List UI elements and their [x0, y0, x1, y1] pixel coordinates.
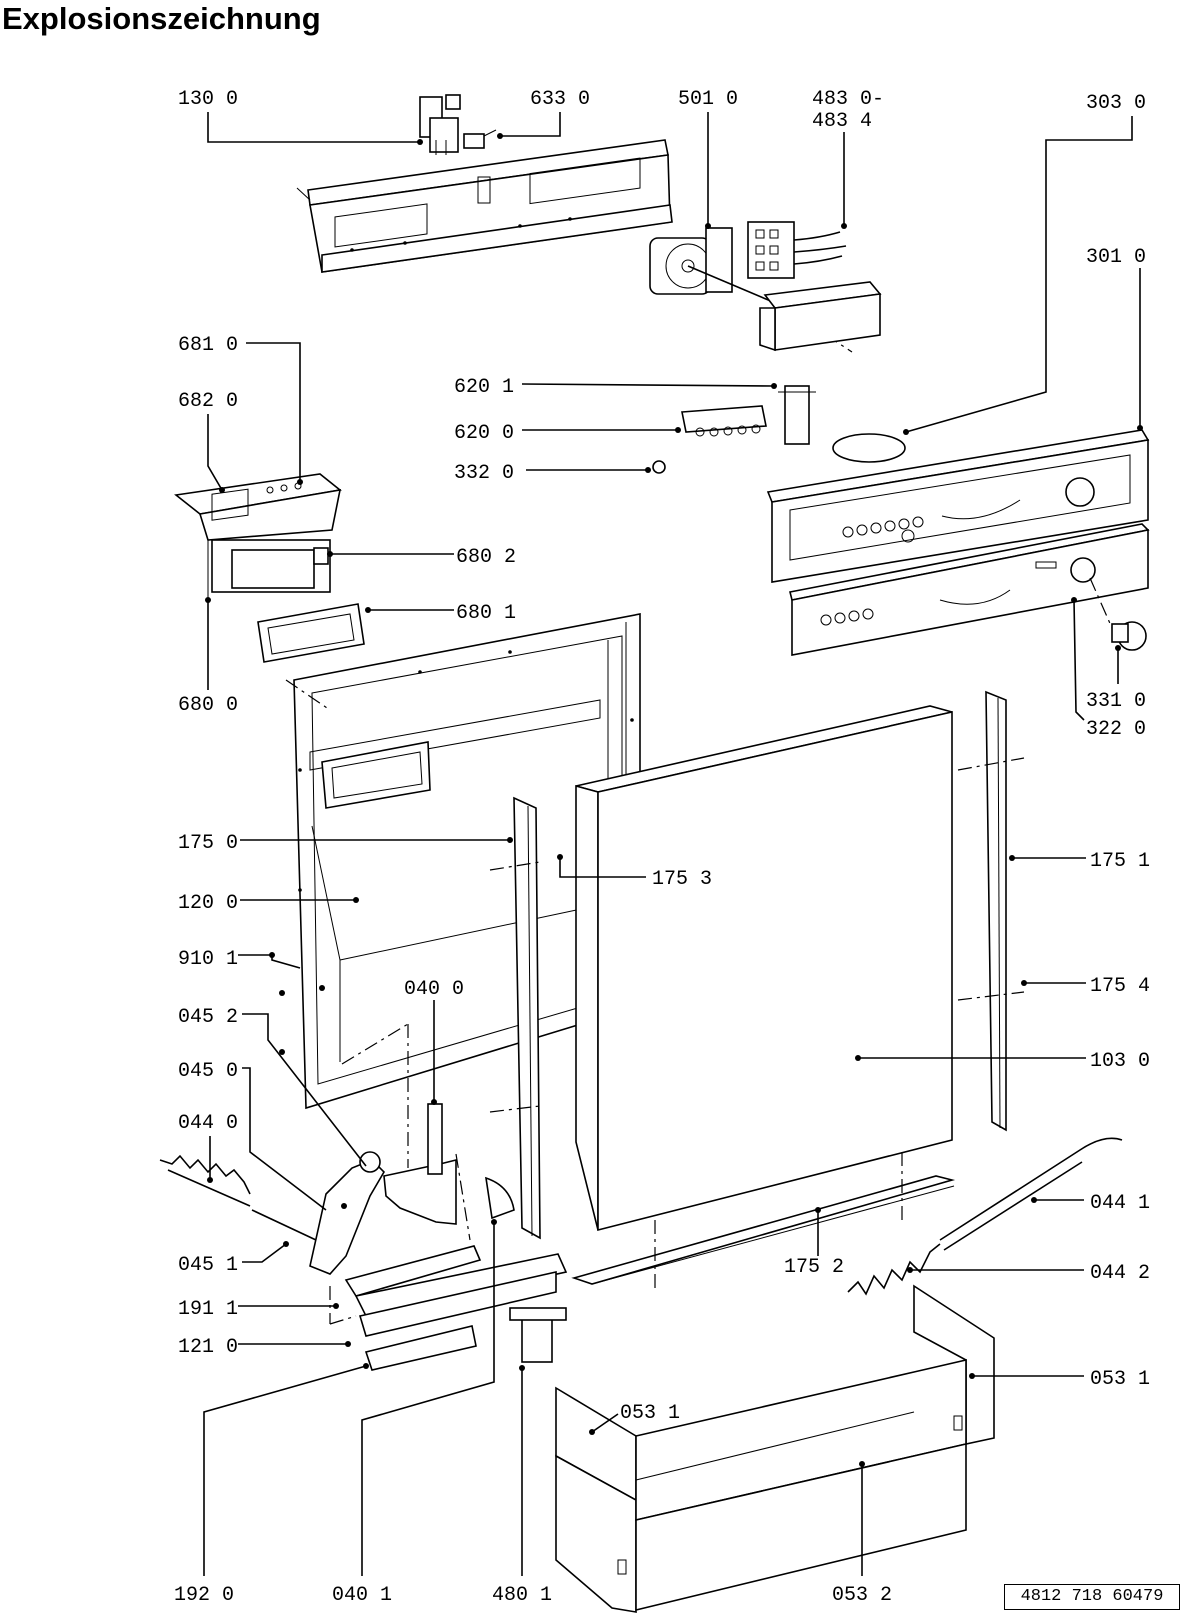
- gasket-680-1-drawing: [257, 603, 365, 663]
- document-number: 4812 718 60479: [1004, 1584, 1180, 1610]
- part-label-332-0: 332 0: [454, 462, 514, 485]
- part-label-191-1: 191 1: [178, 1298, 238, 1321]
- part-label-121-0: 121 0: [178, 1336, 238, 1359]
- part-label-053-1-right: 053 1: [1090, 1368, 1150, 1391]
- channel-191-drawing: [329, 1245, 568, 1371]
- part-label-331-0: 331 0: [1086, 690, 1146, 713]
- wedge-040-1-drawing: [485, 1176, 515, 1220]
- part-label-681-0: 681 0: [178, 334, 238, 357]
- part-label-053-1-left: 053 1: [620, 1402, 680, 1425]
- plinth-053-drawing: [555, 1284, 995, 1613]
- part-633-drawing: [463, 129, 497, 149]
- part-label-303-0: 303 0: [1086, 92, 1146, 115]
- holder-620-1-drawing: [778, 385, 816, 445]
- part-label-633-0: 633 0: [530, 88, 590, 111]
- part-label-483-4: 483 4: [812, 110, 872, 133]
- timer-motor-501-drawing: [649, 227, 853, 353]
- connector-483-drawing: [747, 221, 847, 279]
- dispenser-680-drawing: [174, 473, 342, 600]
- part-label-301-0: 301 0: [1086, 246, 1146, 269]
- knob-331-drawing: [1089, 577, 1147, 651]
- part-label-175-0: 175 0: [178, 832, 238, 855]
- part-label-483-0: 483 0-: [812, 88, 884, 111]
- part-label-044-1: 044 1: [1090, 1192, 1150, 1215]
- part-label-120-0: 120 0: [178, 892, 238, 915]
- part-label-130-0: 130 0: [178, 88, 238, 111]
- switch-block-620-drawing: [681, 405, 767, 437]
- control-panel-lower-drawing: [789, 523, 1150, 656]
- part-label-322-0: 322 0: [1086, 718, 1146, 741]
- part-label-053-2: 053 2: [832, 1584, 892, 1607]
- part-label-175-2: 175 2: [784, 1256, 844, 1279]
- top-rail-drawing: [296, 139, 673, 273]
- part-label-680-2: 680 2: [456, 546, 516, 569]
- page-title: Explosionszeichnung: [2, 1, 321, 36]
- bracket-drawing: [759, 281, 882, 352]
- part-label-620-1: 620 1: [454, 376, 514, 399]
- part-label-501-0: 501 0: [678, 88, 738, 111]
- side-strip-175-0-drawing: [489, 796, 541, 1240]
- control-panel-301-drawing: [766, 429, 1150, 583]
- hinge-assembly-drawing: [159, 1023, 1123, 1296]
- plate-480-drawing: [509, 1307, 567, 1363]
- part-label-910-1: 910 1: [178, 948, 238, 971]
- part-label-682-0: 682 0: [178, 390, 238, 413]
- side-strip-175-1-drawing: [957, 690, 1025, 1132]
- cap-332-drawing: [652, 460, 666, 474]
- part-label-680-0: 680 0: [178, 694, 238, 717]
- part-label-680-1: 680 1: [456, 602, 516, 625]
- part-label-044-0: 044 0: [178, 1112, 238, 1135]
- part-label-045-0: 045 0: [178, 1060, 238, 1083]
- part-drawings: [159, 94, 1150, 1613]
- lens-303-drawing: [832, 433, 906, 463]
- part-label-045-1: 045 1: [178, 1254, 238, 1277]
- part-label-175-1: 175 1: [1090, 850, 1150, 873]
- part-label-175-4: 175 4: [1090, 975, 1150, 998]
- part-number-labels: 130 0 633 0 501 0 483 0- 483 4 303 0 301…: [174, 88, 1150, 1607]
- part-label-192-0: 192 0: [174, 1584, 234, 1607]
- part-label-040-0: 040 0: [404, 978, 464, 1001]
- part-label-103-0: 103 0: [1090, 1050, 1150, 1073]
- part-label-040-1: 040 1: [332, 1584, 392, 1607]
- outer-door-103-drawing: [575, 705, 953, 1232]
- part-label-175-3: 175 3: [652, 868, 712, 891]
- part-label-045-2: 045 2: [178, 1006, 238, 1029]
- switch-130-drawing: [419, 94, 461, 155]
- leader-lines: [203, 112, 1143, 1576]
- part-label-620-0: 620 0: [454, 422, 514, 445]
- part-label-480-1: 480 1: [492, 1584, 552, 1607]
- part-label-044-2: 044 2: [1090, 1262, 1150, 1285]
